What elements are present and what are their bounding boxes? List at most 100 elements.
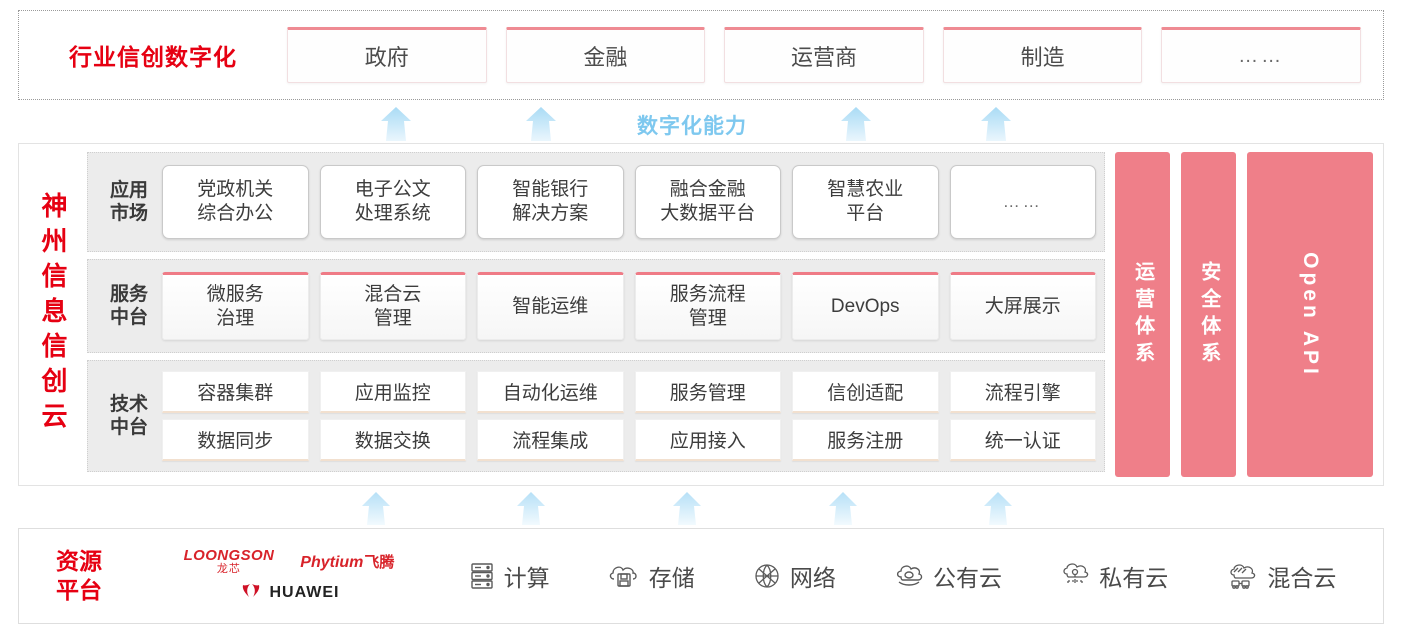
card-line1: 大屏展示: [984, 296, 1061, 318]
up-arrow-icon: [975, 490, 1021, 526]
resource-platform-panel: 资源 平台 LOONGSON 龙芯 Phytium 飞腾: [18, 528, 1384, 624]
phytium-logo: Phytium 飞腾: [300, 551, 394, 572]
server-rack-icon: [468, 561, 496, 591]
tech-card-automated-ops[interactable]: 自动化运维: [477, 371, 624, 413]
lower-arrow-strip: [0, 490, 1402, 526]
tech-card-data-sync[interactable]: 数据同步: [162, 419, 309, 461]
tech-card-app-monitoring[interactable]: 应用监控: [319, 371, 466, 413]
app-card-smart-bank[interactable]: 智能银行 解决方案: [477, 165, 624, 239]
cloud-row-stack: 应用 市场 党政机关 综合办公 电子公文: [87, 152, 1105, 477]
up-arrow-icon: [373, 106, 419, 142]
vendor-logo-row-1: LOONGSON 龙芯 Phytium 飞腾: [184, 548, 395, 575]
row-label-line1: 服务: [109, 283, 148, 305]
resource-item-label: 存储: [648, 565, 695, 591]
cloud-platform-panel: 神州信息信创云 应用 市场 党政机关 综合办公: [18, 143, 1384, 486]
cloud-storage-icon: [607, 562, 641, 590]
svc-card-devops[interactable]: DevOps: [792, 272, 939, 340]
svc-card-dashboard[interactable]: 大屏展示: [949, 272, 1096, 340]
resource-item-label: 混合云: [1267, 565, 1337, 591]
card-line1: 电子公文: [354, 179, 431, 201]
resource-item-storage[interactable]: 存储: [607, 559, 695, 593]
tech-row-top: 容器集群 应用监控 自动化运维 服务管理 信创适配 流程引擎: [162, 371, 1096, 413]
app-card-smart-agriculture[interactable]: 智慧农业 平台: [792, 165, 939, 239]
huawei-petal-icon: [239, 582, 263, 605]
card-line2: 大数据平台: [660, 203, 756, 224]
industry-box-manufacturing[interactable]: 制造: [942, 27, 1143, 83]
tech-card-unified-auth[interactable]: 统一认证: [949, 419, 1096, 461]
loongson-logo-cn: 龙芯: [216, 562, 241, 575]
tech-card-app-access[interactable]: 应用接入: [634, 419, 781, 461]
row-label-service-platform: 服务 中台: [96, 283, 162, 329]
pillar-operations-system[interactable]: 运营体系: [1115, 152, 1171, 477]
tech-card-service-registry[interactable]: 服务注册: [792, 419, 939, 461]
vendor-logo-group: LOONGSON 龙芯 Phytium 飞腾 HUAWEI: [139, 548, 439, 605]
industry-box-government[interactable]: 政府: [287, 27, 487, 83]
up-arrow-icon: [973, 106, 1019, 142]
card-line2: 处理系统: [354, 203, 431, 224]
up-arrow-icon: [820, 490, 866, 526]
resource-item-public-cloud[interactable]: 公有云: [893, 559, 1002, 593]
loongson-logo: LOONGSON 龙芯: [184, 548, 275, 575]
tech-card-process-integration[interactable]: 流程集成: [477, 419, 624, 461]
industry-box-carrier[interactable]: 运营商: [724, 27, 924, 83]
resource-item-network[interactable]: 网络: [752, 559, 836, 593]
row-label-line2: 中台: [109, 307, 148, 328]
card-line1: DevOps: [830, 296, 900, 318]
resource-item-private-cloud[interactable]: 私有云: [1059, 559, 1168, 593]
up-arrow-icon: [353, 490, 399, 526]
pillar-security-system[interactable]: 安全体系: [1181, 152, 1237, 477]
row-label-technical-platform: 技术 中台: [96, 393, 162, 439]
pillar-label: Open API: [1299, 251, 1323, 378]
up-arrow-icon: [664, 490, 710, 526]
pillar-open-api[interactable]: Open API: [1247, 152, 1374, 477]
service-platform-items: 微服务 治理 混合云 管理 智能运维: [162, 260, 1096, 352]
resource-platform-title: 资源 平台: [19, 547, 139, 605]
tech-card-data-exchange[interactable]: 数据交换: [319, 419, 466, 461]
pillar-label: 安全体系: [1197, 260, 1220, 369]
card-line1: 微服务: [206, 284, 264, 306]
tech-row-bottom: 数据同步 数据交换 流程集成 应用接入 服务注册 统一认证: [162, 419, 1096, 461]
tech-card-xinchuang-adaptation[interactable]: 信创适配: [792, 371, 939, 413]
row-label-line1: 应用: [109, 179, 148, 201]
industry-band: 行业信创数字化 政府 金融 运营商 制造 ……: [18, 10, 1384, 100]
card-line2: 解决方案: [512, 203, 589, 224]
resource-item-hybrid-cloud[interactable]: 混合云: [1225, 559, 1336, 593]
tech-card-process-engine[interactable]: 流程引擎: [949, 371, 1096, 413]
cloud-panel-body: 应用 市场 党政机关 综合办公 电子公文: [87, 144, 1383, 485]
svc-card-aiops[interactable]: 智能运维: [477, 272, 624, 340]
vendor-logo-row-2: HUAWEI: [239, 582, 340, 605]
phytium-logo-cn: 飞腾: [364, 553, 395, 571]
row-label-line2: 市场: [109, 203, 148, 224]
svc-card-microservice-governance[interactable]: 微服务 治理: [162, 272, 309, 340]
tech-card-service-management[interactable]: 服务管理: [634, 371, 781, 413]
industry-box-finance[interactable]: 金融: [505, 27, 706, 83]
row-service-platform: 服务 中台 微服务 治理 混合云 管: [87, 259, 1105, 353]
industry-box-more[interactable]: ……: [1161, 27, 1361, 83]
pillar-label: 运营体系: [1131, 260, 1154, 369]
row-label-line2: 中台: [109, 417, 148, 438]
app-card-government-office[interactable]: 党政机关 综合办公: [162, 165, 309, 239]
public-cloud-icon: [893, 563, 925, 589]
pillar-group: 运营体系 安全体系 Open API: [1105, 152, 1374, 477]
up-arrow-icon: [833, 106, 879, 142]
application-market-items: 党政机关 综合办公 电子公文 处理系统 智能银行: [162, 153, 1096, 251]
hybrid-cloud-icon: [1225, 562, 1259, 590]
technical-platform-items: 容器集群 应用监控 自动化运维 服务管理 信创适配 流程引擎 数据同步 数据交换…: [162, 361, 1096, 471]
row-label-application-market: 应用 市场: [96, 179, 162, 225]
app-card-finance-bigdata[interactable]: 融合金融 大数据平台: [634, 165, 781, 239]
resource-item-label: 计算: [503, 565, 550, 591]
industry-band-title: 行业信创数字化: [69, 44, 237, 70]
card-line1: 智能银行: [512, 179, 589, 201]
card-line1: 融合金融: [669, 179, 746, 201]
card-line1: 智慧农业: [827, 179, 904, 201]
row-application-market: 应用 市场 党政机关 综合办公 电子公文: [87, 152, 1105, 252]
tech-card-container-cluster[interactable]: 容器集群: [162, 371, 309, 413]
resource-title-line2: 平台: [56, 577, 102, 603]
svc-card-hybrid-cloud-mgmt[interactable]: 混合云 管理: [319, 272, 466, 340]
up-arrow-icon: [508, 490, 554, 526]
app-card-edoc-system[interactable]: 电子公文 处理系统: [319, 165, 466, 239]
app-card-more[interactable]: ……: [949, 165, 1096, 239]
resource-item-compute[interactable]: 计算: [468, 559, 550, 593]
svc-card-service-process-mgmt[interactable]: 服务流程 管理: [634, 272, 781, 340]
